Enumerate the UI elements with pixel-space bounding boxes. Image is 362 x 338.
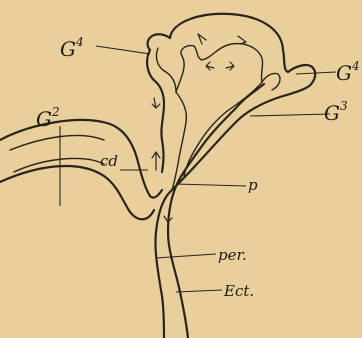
label-ect: Ect. [223, 282, 254, 300]
label-g2: G2 [36, 105, 60, 131]
inner-lumen-right [184, 82, 262, 176]
duct-cd-inner-a [10, 135, 104, 150]
arrow-duct-down [164, 198, 172, 222]
arrow-cd-up [152, 152, 160, 170]
label-cd: cd [100, 152, 118, 170]
leader-per [156, 254, 216, 258]
arrow-top-left [198, 34, 206, 44]
leader-g3 [250, 114, 330, 116]
inner-chamber-left [176, 46, 202, 92]
arrow-left-lobe-down [152, 98, 160, 108]
label-g3: G3 [324, 99, 348, 125]
label-p: p [248, 176, 258, 194]
label-g4-left: G4 [60, 35, 84, 61]
inner-chamber-right [262, 73, 280, 90]
label-g4-right: G4 [336, 59, 360, 85]
arrow-center-left [206, 62, 214, 70]
arrow-top-right [238, 36, 246, 44]
duct-cd-lower [0, 166, 154, 219]
leader-ect [176, 290, 222, 292]
inner-chamber-center [202, 44, 263, 82]
leader-p [176, 184, 246, 186]
arrow-center-right [226, 62, 234, 70]
label-per: per. [218, 246, 247, 264]
leader-g4-left [96, 46, 150, 54]
